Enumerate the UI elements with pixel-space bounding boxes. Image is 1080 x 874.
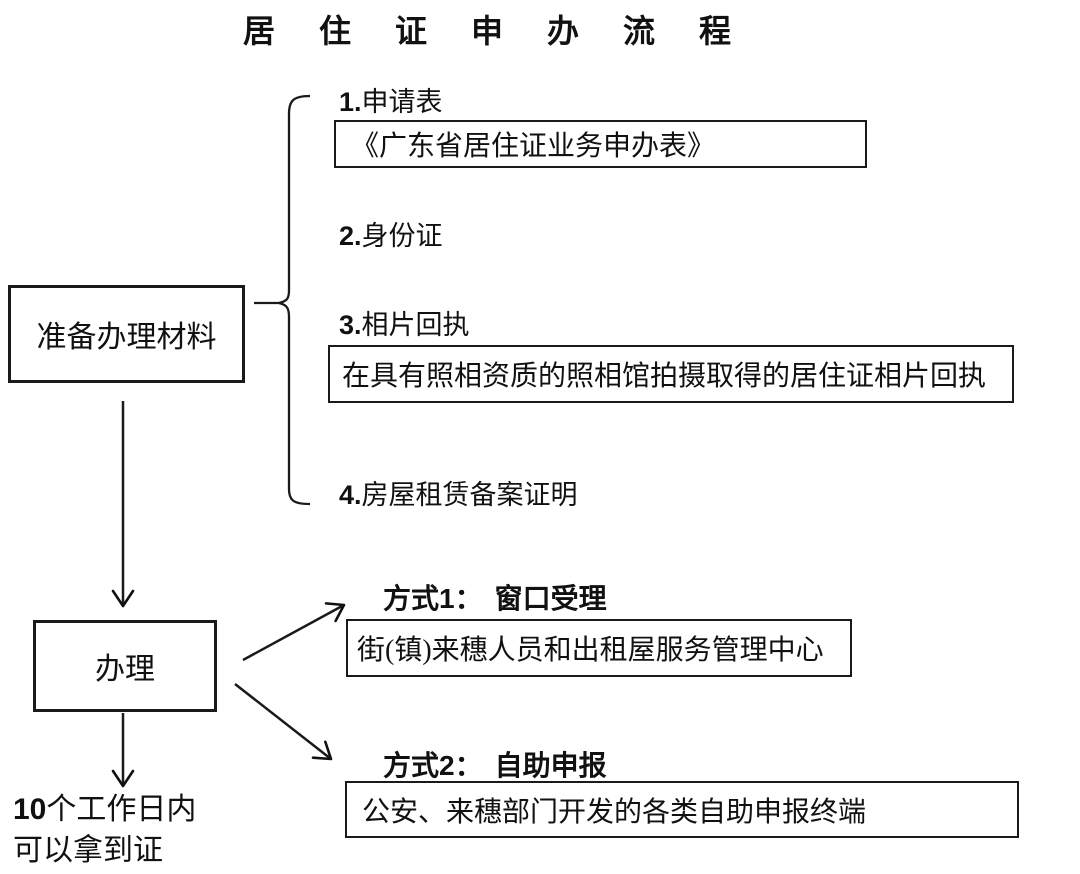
material-item-3-label: 相片回执 bbox=[361, 310, 470, 340]
material-item-1-detail-text: 《广东省居住证业务申办表》 bbox=[351, 131, 716, 162]
method-1-detail-text: 街(镇)来穗人员和出租屋服务管理中心 bbox=[357, 635, 824, 666]
method-2-heading: 方式2： 自助申报 bbox=[383, 744, 607, 784]
method-1-name: 窗口受理 bbox=[494, 584, 607, 615]
material-item-3-detail-box: 在具有照相资质的照相馆拍摄取得的居住证相片回执 bbox=[328, 345, 1014, 403]
method-1-prefix: 方式 bbox=[383, 584, 440, 615]
method-1-heading: 方式1： 窗口受理 bbox=[383, 577, 607, 617]
material-item-3-number: 3. bbox=[339, 310, 362, 340]
method-2-number: 2 bbox=[439, 750, 455, 781]
process-box: 办理 bbox=[33, 620, 217, 712]
materials-brace bbox=[278, 94, 311, 506]
material-item-2-label: 身份证 bbox=[361, 221, 443, 251]
result-note-line1: 10个工作日内 bbox=[13, 789, 196, 830]
result-note-days-number: 10 bbox=[13, 793, 47, 826]
result-note-line2: 可以拿到证 bbox=[13, 834, 163, 867]
method-2-prefix: 方式 bbox=[383, 751, 440, 782]
arrow-process-to-method1 bbox=[242, 602, 346, 662]
material-item-4-heading: 4.房屋租赁备案证明 bbox=[339, 473, 578, 512]
arrow-process-to-method2 bbox=[234, 683, 333, 761]
method-2-detail-box: 公安、来穗部门开发的各类自助申报终端 bbox=[345, 781, 1019, 838]
method-2-name: 自助申报 bbox=[494, 751, 607, 782]
method-1-detail-box: 街(镇)来穗人员和出租屋服务管理中心 bbox=[346, 619, 852, 677]
result-note: 10个工作日内 可以拿到证 bbox=[13, 789, 196, 871]
material-item-4-label: 房屋租赁备案证明 bbox=[361, 480, 578, 510]
process-box-label: 办理 bbox=[95, 653, 155, 686]
material-item-4-number: 4. bbox=[339, 480, 362, 510]
result-note-line1-text: 个工作日内 bbox=[46, 793, 197, 826]
material-item-1-number: 1. bbox=[339, 87, 362, 117]
method-2-colon: ： bbox=[454, 751, 483, 782]
material-item-1-label: 申请表 bbox=[361, 87, 443, 117]
method-2-detail-text: 公安、来穗部门开发的各类自助申报终端 bbox=[362, 796, 867, 828]
method-1-colon: ： bbox=[454, 584, 483, 615]
prepare-materials-box: 准备办理材料 bbox=[8, 285, 245, 383]
material-item-1-detail-box: 《广东省居住证业务申办表》 bbox=[334, 120, 867, 168]
material-item-2-number: 2. bbox=[339, 221, 362, 251]
material-item-2-heading: 2.身份证 bbox=[339, 214, 443, 253]
method-1-number: 1 bbox=[439, 583, 455, 614]
prepare-materials-label: 准备办理材料 bbox=[36, 321, 217, 354]
page-title: 居住证申办流程 bbox=[243, 13, 776, 49]
material-item-3-heading: 3.相片回执 bbox=[339, 303, 470, 342]
material-item-1-heading: 1.申请表 bbox=[339, 80, 443, 119]
material-item-3-detail-text: 在具有照相资质的照相馆拍摄取得的居住证相片回执 bbox=[342, 361, 987, 392]
